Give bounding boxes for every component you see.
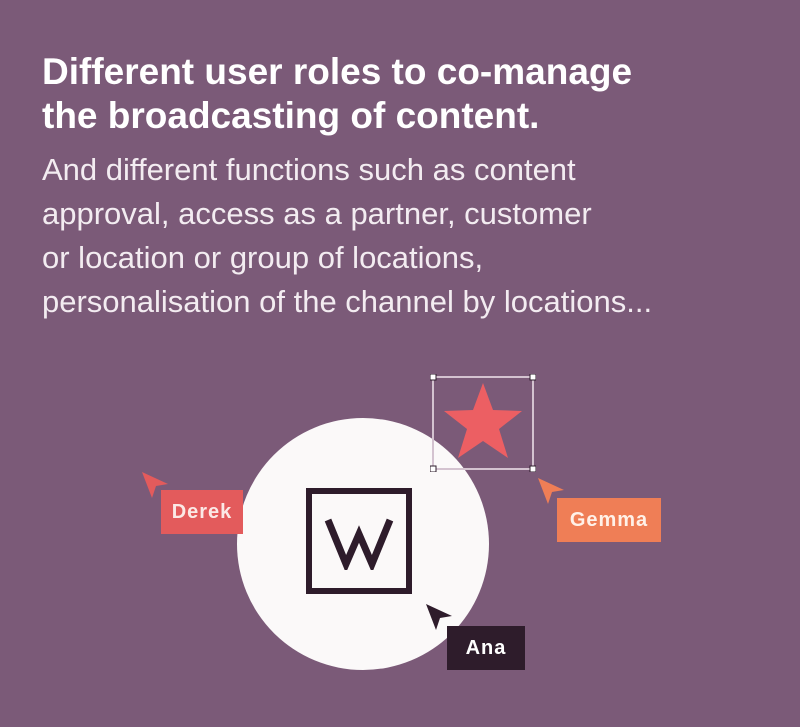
resize-handle-top-left[interactable]: [430, 374, 437, 381]
star-selection[interactable]: [430, 374, 536, 472]
w-letter-icon: [324, 518, 394, 570]
derek-cursor-icon: [142, 472, 168, 498]
resize-handle-top-right[interactable]: [529, 374, 536, 381]
selection-frame: [432, 376, 534, 470]
resize-handle-bottom-left[interactable]: [430, 465, 437, 472]
headline-line-1: Different user roles to co-manage: [42, 51, 633, 92]
user-tag-ana: Ana: [447, 626, 525, 670]
description-line-2: approval, access as a partner, customer: [42, 196, 592, 231]
headline-line-2: the broadcasting of content.: [42, 95, 540, 136]
resize-handle-bottom-right[interactable]: [529, 465, 536, 472]
gemma-cursor-icon: [538, 478, 564, 504]
user-tag-derek: Derek: [161, 490, 243, 534]
description-line-4: personalisation of the channel by locati…: [42, 284, 653, 319]
user-tag-gemma: Gemma: [557, 498, 661, 542]
star-icon: [444, 383, 522, 458]
description: And different functions such as content …: [42, 148, 652, 324]
description-line-1: And different functions such as content: [42, 152, 576, 187]
description-line-3: or location or group of locations,: [42, 240, 484, 275]
ana-cursor-icon: [426, 604, 452, 630]
w-logo-icon: [306, 488, 412, 594]
headline: Different user roles to co-manage the br…: [42, 50, 632, 138]
